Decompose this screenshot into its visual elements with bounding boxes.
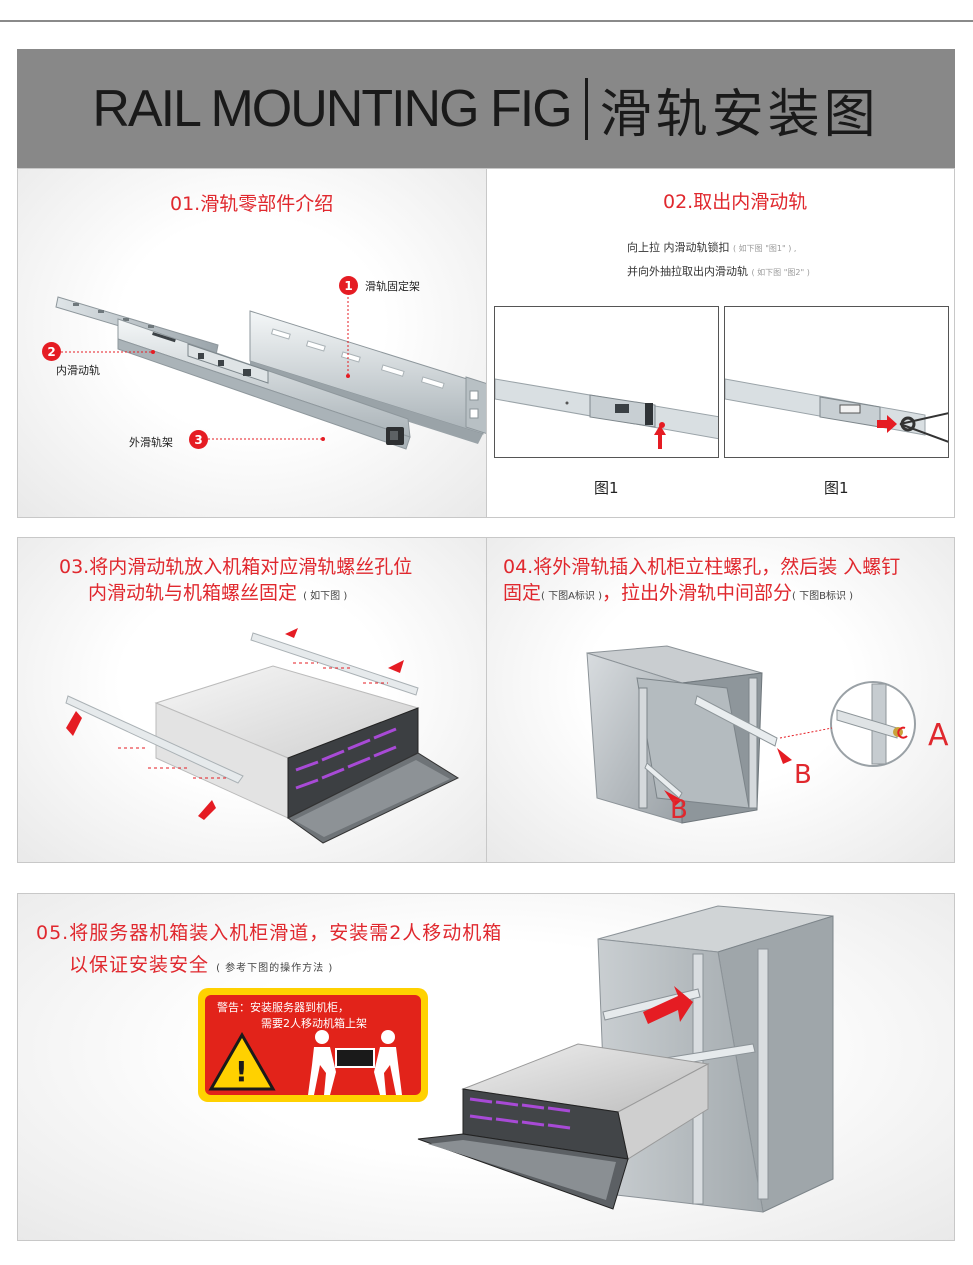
section-2-instruction-2: 并向外抽拉取出内滑动轨 ( 如下图 "图2" ) [627, 263, 810, 279]
figure-1-frame [494, 306, 719, 458]
instruction-2-text: 并向外抽拉取出内滑动轨 [627, 265, 748, 278]
warning-triangle-icon [208, 1031, 276, 1091]
section-2-instruction-1: 向上拉 内滑动轨锁扣 ( 如下图 "图1" ) , [627, 239, 796, 255]
section-5-title-line-1: 05.将服务器机箱装入机柜滑道，安装需2人移动机箱 [36, 922, 503, 944]
server-install-illustration [417, 905, 834, 1213]
section-1-panel: 01.滑轨零部件介绍 [17, 168, 487, 518]
warning-label-inner: 警告：安装服务器到机柜， 需要2人移动机箱上架 ! [205, 995, 421, 1095]
marker-b-left: B [670, 795, 688, 825]
banner-separator [584, 78, 588, 140]
part-1-badge: 1 [339, 276, 358, 295]
section-4-panel: 04.将外滑轨插入机柜立柱螺孔，然后装 入螺钉 固定( 下图A标识 )，拉出外滑… [486, 537, 955, 863]
figure-1-illustration [495, 378, 718, 449]
figure-2-caption: 图1 [824, 479, 849, 497]
section-2-title: 02.取出内滑动轨 [663, 191, 808, 213]
rail-parts-illustration [55, 296, 486, 450]
instruction-1-text: 向上拉 内滑动轨锁扣 [627, 241, 730, 254]
banner-title-en: RAIL MOUNTING FIG [92, 80, 572, 138]
two-people-lifting-icon [308, 1030, 402, 1095]
part-3-badge: 3 [189, 430, 208, 449]
figure-1-caption: 图1 [594, 479, 619, 497]
section-5-title-line-2-text: 以保证安装安全 [69, 954, 210, 976]
warning-text-line-2: 需要2人移动机箱上架 [261, 1017, 367, 1030]
section-1-title: 01.滑轨零部件介绍 [170, 193, 334, 215]
section-4-note-b: ( 下图B标识 ) [792, 591, 854, 602]
figure-2-illustration [725, 378, 948, 443]
instruction-2-note: ( 如下图 "图2" ) [751, 268, 810, 277]
part-3-label: 外滑轨架 [129, 436, 173, 449]
section-3-title-line-2-text: 内滑动轨与机箱螺丝固定 [88, 582, 298, 604]
section-5-title-line-2: 以保证安装安全 ( 参考下图的操作方法 ) [69, 950, 333, 977]
section-3-title-line-2: 内滑动轨与机箱螺丝固定 ( 如下图 ) [88, 578, 347, 605]
section-4-title-line-2-a: 固定 [503, 582, 542, 604]
section-3-panel: 03.将内滑动轨放入机箱对应滑轨螺丝孔位 内滑动轨与机箱螺丝固定 ( 如下图 ) [17, 537, 487, 863]
top-divider [0, 20, 973, 22]
section-4-title-line-2-b: ，拉出外滑轨中间部分 [602, 582, 793, 604]
section-3-title-note: ( 如下图 ) [303, 591, 348, 602]
marker-a: A [928, 718, 949, 753]
chassis-rail-illustration [65, 628, 460, 844]
part-2-badge: 2 [42, 342, 61, 361]
section-5-panel: 05.将服务器机箱装入机柜滑道，安装需2人移动机箱 以保证安装安全 ( 参考下图… [17, 893, 955, 1241]
part-2-label: 内滑动轨 [56, 364, 100, 377]
section-4-note-a: ( 下图A标识 ) [541, 591, 603, 602]
banner-title-zh: 滑轨安装图 [599, 84, 880, 145]
section-4-title-line-2: 固定( 下图A标识 )，拉出外滑轨中间部分( 下图B标识 ) [503, 578, 853, 605]
warning-text-line-1: 警告：安装服务器到机柜， [217, 1001, 349, 1014]
part-1-label: 滑轨固定架 [365, 280, 420, 293]
title-banner: RAIL MOUNTING FIG 滑轨安装图 [17, 49, 955, 169]
warning-label: 警告：安装服务器到机柜， 需要2人移动机箱上架 ! [198, 988, 428, 1102]
instruction-1-note: ( 如下图 "图1" ) , [733, 244, 797, 253]
section-5-title-note: ( 参考下图的操作方法 ) [216, 963, 334, 974]
section-2-panel: 02.取出内滑动轨 向上拉 内滑动轨锁扣 ( 如下图 "图1" ) , 并向外抽… [486, 168, 955, 518]
section-3-title-line-1: 03.将内滑动轨放入机箱对应滑轨螺丝孔位 [59, 556, 413, 578]
figure-2-frame [724, 306, 949, 458]
cabinet-rail-illustration [586, 645, 916, 824]
section-4-title-line-1: 04.将外滑轨插入机柜立柱螺孔，然后装 入螺钉 [503, 556, 901, 578]
warning-exclamation: ! [235, 1055, 248, 1088]
marker-b-right: B [794, 760, 812, 790]
